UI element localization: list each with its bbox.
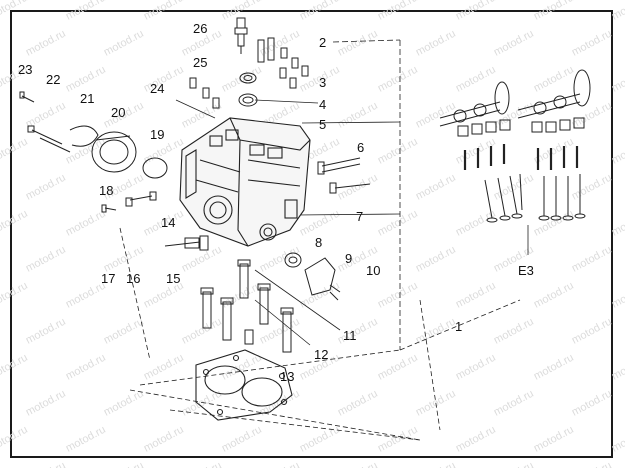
callout-21: 21 <box>80 91 95 106</box>
o-ring <box>142 157 168 179</box>
callout-23: 23 <box>18 62 33 77</box>
callout-3: 3 <box>319 75 327 90</box>
thermostat-parts <box>284 252 341 301</box>
callout-16: 16 <box>126 271 141 286</box>
stud-14 <box>164 235 209 251</box>
sprocket-cover <box>91 131 137 173</box>
dashed-guides <box>139 299 521 441</box>
callout-19: 19 <box>150 127 165 142</box>
callout-13: 13 <box>280 369 295 384</box>
callout-11: 11 <box>343 328 357 343</box>
callout-22: 22 <box>46 72 61 87</box>
callout-e3: E3 <box>518 263 534 278</box>
callout-18: 18 <box>99 183 114 198</box>
spark-plug <box>234 17 248 54</box>
callout-10: 10 <box>366 263 381 278</box>
small-fasteners <box>101 191 157 213</box>
side-bolts <box>317 157 371 194</box>
callout-24: 24 <box>150 81 165 96</box>
cover-gasket-and-bolts <box>19 91 99 153</box>
head-gasket <box>195 349 293 421</box>
seal-rings <box>238 72 258 107</box>
callout-17: 17 <box>101 271 116 286</box>
callout-14: 14 <box>161 215 176 230</box>
callout-7: 7 <box>356 209 364 224</box>
callout-12: 12 <box>314 347 329 362</box>
long-studs <box>200 259 294 353</box>
callout-4: 4 <box>319 97 327 112</box>
callout-15: 15 <box>166 271 181 286</box>
diagram-frame <box>10 10 613 458</box>
valve-train-assembly <box>439 69 591 223</box>
head-bolts-top <box>189 37 309 109</box>
callout-9: 9 <box>345 251 353 266</box>
cylinder-head <box>179 117 311 247</box>
callout-1: 1 <box>455 319 463 334</box>
callout-20: 20 <box>111 105 126 120</box>
callout-26: 26 <box>193 21 208 36</box>
callout-2: 2 <box>319 35 327 50</box>
callout-8: 8 <box>315 235 323 250</box>
callout-6: 6 <box>357 140 365 155</box>
callout-5: 5 <box>319 117 327 132</box>
callout-25: 25 <box>193 55 208 70</box>
